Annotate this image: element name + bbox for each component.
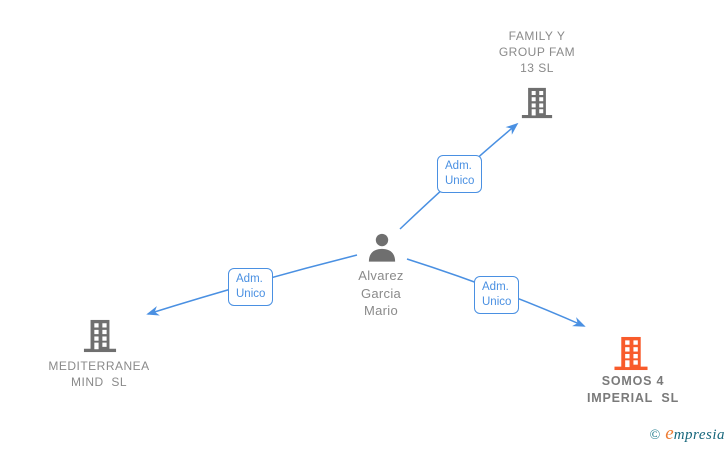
person-label-alvarez-garcia-mario[interactable]: Alvarez Garcia Mario bbox=[358, 268, 404, 318]
edge-label-adm-unico-mediterranea: Adm. Unico bbox=[228, 268, 274, 306]
brand-initial: e bbox=[665, 423, 674, 444]
copyright-icon: © bbox=[649, 428, 661, 443]
brand-name: mpresia bbox=[673, 427, 725, 443]
company-label-somos-4-imperial-sl[interactable]: SOMOS 4 IMPERIAL SL bbox=[586, 374, 680, 405]
edge-label-adm-unico-family: Adm. Unico bbox=[437, 155, 483, 193]
company-label-mediterranea-mind-sl[interactable]: MEDITERRANEA MIND SL bbox=[48, 359, 150, 389]
edge-label-adm-unico-somos: Adm. Unico bbox=[474, 276, 520, 314]
company-label-family-y-group-fam-13-sl[interactable]: FAMILY Y GROUP FAM 13 SL bbox=[498, 29, 576, 75]
empresia-logo[interactable]: © empresia bbox=[650, 423, 725, 445]
building-icon[interactable] bbox=[521, 87, 553, 119]
building-icon[interactable] bbox=[83, 319, 117, 353]
person-icon[interactable] bbox=[367, 232, 397, 263]
building-icon[interactable] bbox=[614, 336, 649, 371]
